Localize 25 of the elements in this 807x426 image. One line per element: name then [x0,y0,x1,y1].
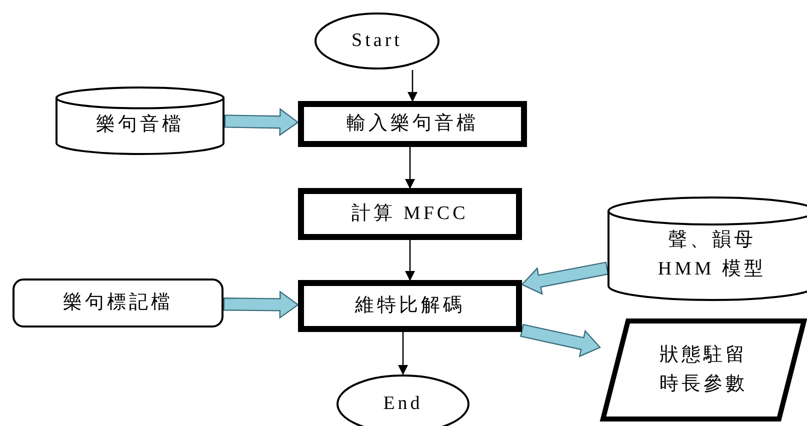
node-label: 輸入樂句音檔 [346,112,480,136]
database-cylinder [607,196,807,300]
arrow [398,332,408,375]
node-label: End [382,392,424,416]
node-label: 聲、韻母 HMM 模型 [656,228,768,281]
database-cylinder [55,86,225,154]
data-parallelogram [600,318,807,422]
arrow [408,70,418,102]
block-arrow [520,324,601,358]
arrow [405,147,415,189]
node-label: 計算 MFCC [350,202,470,226]
node-label: 維特比解碼 [354,294,466,318]
process-box [298,101,527,147]
arrow [405,240,415,281]
process-box [298,280,522,332]
node-label: 樂句音檔 [95,113,185,138]
terminal-ellipse [314,12,440,70]
block-arrow [224,108,300,136]
node-label: 樂句標記檔 [62,290,174,315]
block-arrow [223,290,300,319]
process-box [298,188,522,240]
block-arrow [521,262,609,295]
node-label: Start [350,28,404,53]
rounded-box [12,278,224,328]
node-label: 狀態駐留時長參數 [658,344,748,396]
